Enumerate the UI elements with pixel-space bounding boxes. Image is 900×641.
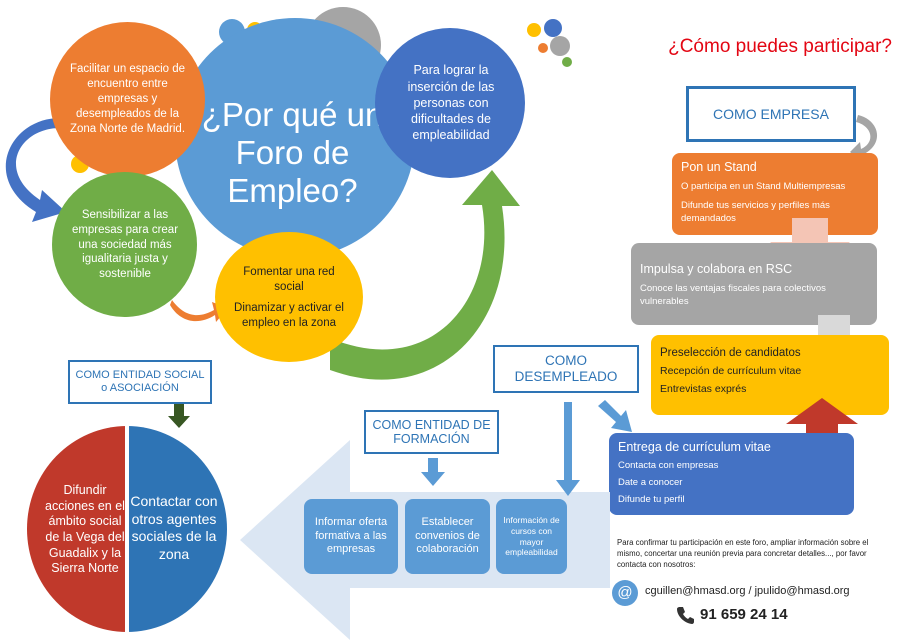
entrega-line: Difunde tu perfil	[618, 493, 685, 505]
navy-bubble	[375, 28, 525, 178]
yellow-bubble-text-2: Dinamizar y activar el empleo en la zona	[234, 302, 344, 329]
participate-heading: ¿Cómo puedes participar?	[668, 36, 892, 57]
desempleado-down-arrow	[556, 402, 580, 496]
entrega-title: Entrega de currículum vitae	[618, 440, 771, 454]
orange-bubble-text: Facilitar un espacio de encuentro entre …	[69, 63, 186, 135]
label-como-empresa: COMO EMPRESA	[686, 86, 856, 142]
yellow-bubble-text-1: Fomentar una red social	[243, 266, 335, 294]
label-formacion-line: COMO ENTIDAD DE	[372, 417, 491, 432]
label-formacion-line: FORMACIÓN	[393, 432, 470, 446]
blue-curved-arrow	[5, 118, 66, 222]
label-social-line: COMO ENTIDAD SOCIAL	[75, 369, 205, 382]
yellow-bubble	[215, 232, 363, 362]
rsc-title: Impulsa y colabora en RSC	[640, 262, 793, 276]
seleccion-line: Recepción de currículum vitae	[660, 365, 802, 377]
desempleado-diagonal-arrow	[598, 400, 632, 432]
navy-bubble-text: Para lograr la inserción de las personas…	[407, 63, 495, 143]
email-icon: @	[612, 580, 638, 606]
social-left-text: Difundir acciones en el ámbito social de…	[45, 483, 125, 576]
seleccion-line: Preselección de candidatos	[660, 347, 801, 359]
formacion-tile: Información de cursos con mayor empleabi…	[496, 499, 567, 574]
stand-box: Pon un Stand O participa en un Stand Mul…	[672, 153, 878, 235]
formacion-tile: Establecer convenios de colaboración	[405, 499, 490, 574]
phone-icon	[677, 607, 694, 624]
orange-curved-arrow	[170, 300, 228, 322]
label-social-line: o ASOCIACIÓN	[101, 382, 179, 394]
contact-emails[interactable]: cguillen@hmasd.org / jpulido@hmasd.org	[645, 585, 850, 597]
entrega-line: Date a conocer	[618, 476, 683, 488]
entrega-line: Contacta con empresas	[618, 460, 719, 471]
stand-line: O participa en un Stand Multiempresas	[681, 181, 846, 192]
social-right-text: Contactar con otros agentes sociales de …	[130, 493, 218, 562]
rsc-box: Impulsa y colabora en RSC Conoce las ven…	[631, 243, 877, 325]
contact-note: Para confirmar tu participación en este …	[617, 538, 869, 569]
green-bubble	[52, 172, 197, 317]
green-curved-arrow	[330, 170, 520, 380]
split-circle	[27, 426, 227, 632]
main-blue-circle	[175, 18, 415, 258]
red-up-arrow	[786, 398, 858, 456]
stand-line: Difunde tus servicios y perfiles más dem…	[681, 199, 830, 224]
entrega-box: Entrega de currículum vitae Contacta con…	[609, 433, 854, 515]
social-down-arrow	[168, 404, 190, 428]
formacion-down-arrow	[421, 458, 445, 486]
seleccion-line: Entrevistas exprés	[660, 383, 747, 395]
main-title: ¿Por qué un Foro de Empleo?	[201, 96, 384, 209]
label-desempleado-line: DESEMPLEADO	[514, 369, 618, 384]
grey-curved-arrow	[850, 115, 878, 163]
seleccion-box: Preselección de candidatos Recepción de …	[651, 335, 889, 415]
label-como-entidad-social: COMO ENTIDAD SOCIAL o ASOCIACIÓN	[68, 360, 212, 404]
formacion-tile: Informar oferta formativa a las empresas	[304, 499, 398, 574]
label-desempleado-line: COMO	[545, 353, 587, 369]
green-bubble-text: Sensibilizar a las empresas para crear u…	[71, 208, 179, 281]
orange-bubble	[50, 22, 205, 177]
rsc-line: Conoce las ventajas fiscales para colect…	[640, 283, 826, 307]
label-como-desempleado: COMO DESEMPLEADO	[493, 345, 639, 393]
stand-title: Pon un Stand	[681, 160, 757, 174]
label-como-entidad-formacion: COMO ENTIDAD DE FORMACIÓN	[364, 410, 499, 454]
contact-phone[interactable]: 91 659 24 14	[700, 606, 788, 623]
